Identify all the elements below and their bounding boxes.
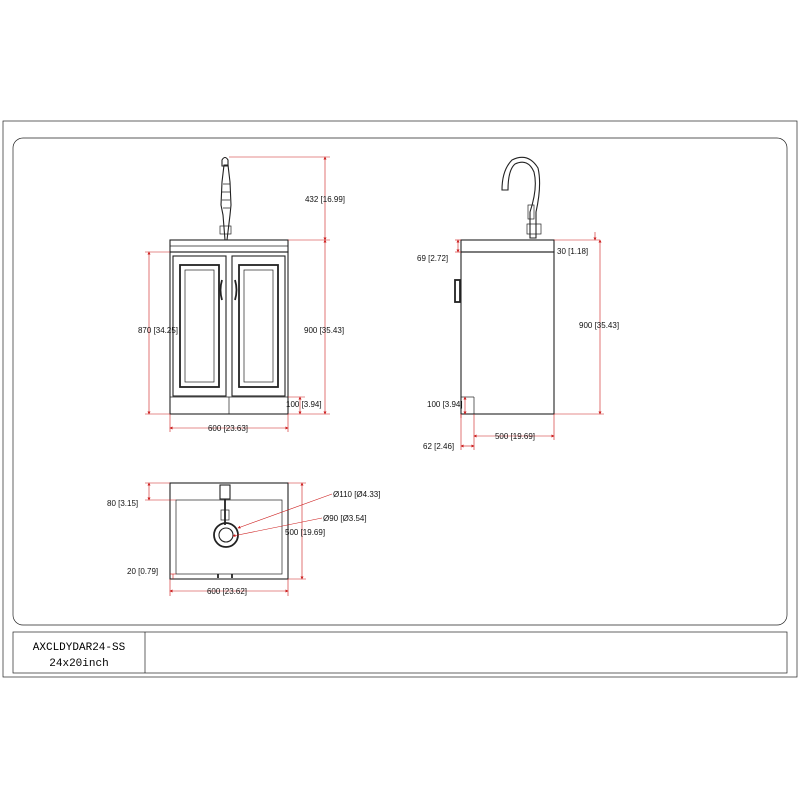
sheet-border-inner	[12, 137, 788, 626]
dim-faucet-base-dia: Ø110 [Ø4.33]	[333, 490, 380, 499]
top-view: 80 [3.15] 20 [0.79] Ø110 [Ø4.33] Ø90 [Ø3…	[107, 482, 380, 596]
dim-front-margin: 20 [0.79]	[127, 567, 158, 576]
dim-side-toe-kick: 100 [3.94]	[427, 400, 463, 409]
front-dimensions: 432 [16.99] 870 [34.25] 900 [35.43] 100 …	[138, 156, 345, 433]
side-view: 69 [2.72] 30 [1.18] 900 [35.43] 100 [3.9…	[417, 156, 619, 451]
top-drain-outer	[213, 522, 239, 548]
front-cabinet-body	[169, 251, 289, 415]
top-drain-inner	[218, 527, 234, 543]
dim-drain-dia: Ø90 [Ø3.54]	[323, 514, 367, 523]
side-dimensions: 69 [2.72] 30 [1.18] 900 [35.43] 100 [3.9…	[417, 232, 619, 451]
dim-top-thickness: 69 [2.72]	[417, 254, 448, 263]
dim-top-width: 600 [23.62]	[207, 587, 247, 596]
sheet-border-outer	[2, 120, 798, 678]
front-faucet	[219, 156, 232, 241]
dim-toe-kick: 100 [3.94]	[286, 400, 322, 409]
side-countertop	[460, 239, 555, 253]
side-faucet	[501, 156, 541, 239]
dim-back-margin: 80 [3.15]	[107, 499, 138, 508]
dim-cabinet-height: 900 [35.43]	[304, 326, 344, 335]
front-right-door	[231, 255, 286, 397]
top-sink-bowl	[175, 499, 283, 575]
dim-faucet-height: 432 [16.99]	[305, 195, 345, 204]
dim-top-overhang: 30 [1.18]	[557, 247, 588, 256]
dim-front-width: 600 [23.63]	[208, 424, 248, 433]
title-block: AXCLDYDAR24-SS 24x20inch	[12, 631, 788, 674]
front-handle-right	[234, 279, 238, 301]
top-faucet	[219, 484, 231, 525]
front-handle-left	[219, 279, 223, 301]
front-left-door	[172, 255, 227, 397]
dim-side-height: 900 [35.43]	[579, 321, 619, 330]
top-dimensions: 80 [3.15] 20 [0.79] Ø110 [Ø4.33] Ø90 [Ø3…	[107, 482, 380, 596]
model-number: AXCLDYDAR24-SS	[33, 642, 126, 654]
front-view: 432 [16.99] 870 [34.25] 900 [35.43] 100 …	[138, 156, 345, 433]
size-label: 24x20inch	[49, 658, 108, 670]
dim-toe-recess: 62 [2.46]	[423, 442, 454, 451]
top-outline	[169, 482, 289, 580]
dim-top-depth: 500 [19.69]	[285, 528, 325, 537]
side-handle	[454, 279, 461, 303]
side-cabinet-body	[460, 251, 555, 415]
dim-side-depth: 500 [19.69]	[495, 432, 535, 441]
dim-total-height: 870 [34.25]	[138, 326, 178, 335]
